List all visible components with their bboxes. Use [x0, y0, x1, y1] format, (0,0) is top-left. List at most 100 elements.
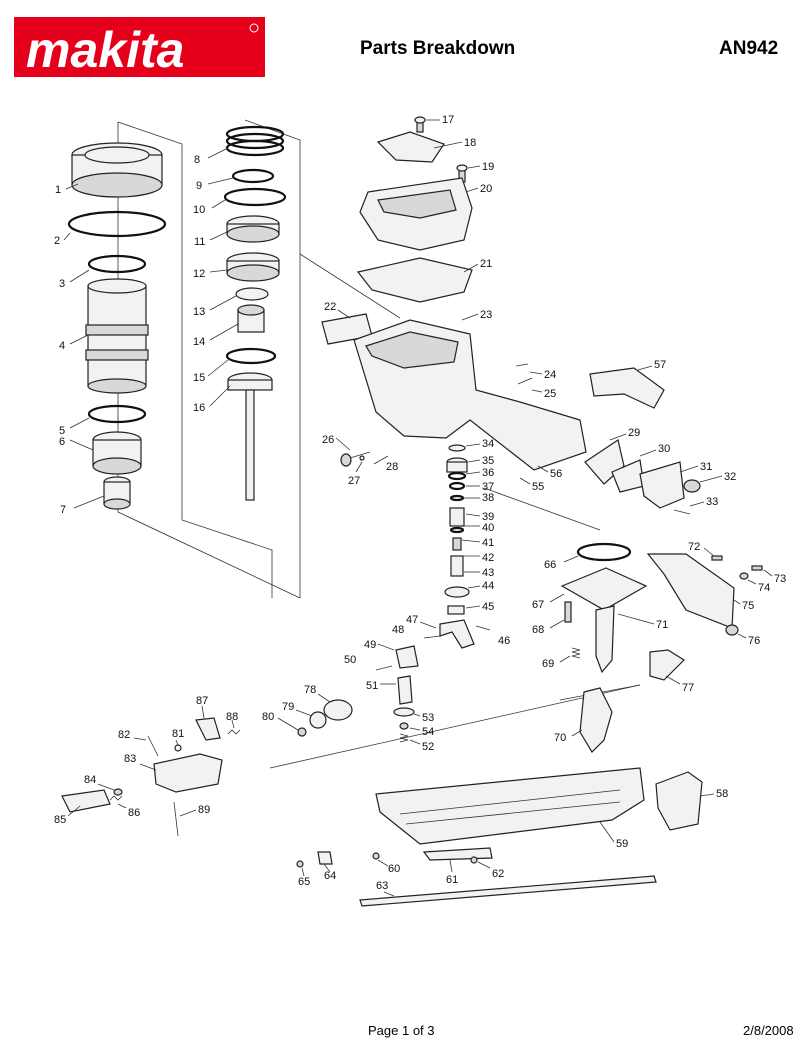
exploded-parts-diagram: 1 2 3 4 5 6 7 8 9 10 11 12 13 14 15 16 1… — [54, 114, 786, 907]
callout-12: 12 — [193, 268, 205, 280]
part-23-housing — [353, 319, 587, 471]
callout-89: 89 — [198, 804, 210, 816]
callout-58: 58 — [716, 788, 728, 800]
callout-22: 22 — [324, 301, 336, 313]
callout-55: 55 — [532, 481, 544, 493]
part-51-lever — [397, 675, 413, 705]
callout-29: 29 — [628, 427, 640, 439]
callout-66: 66 — [544, 559, 556, 571]
part-83-nose — [153, 753, 223, 793]
part-47-trigger-lever — [439, 619, 475, 649]
callout-59: 59 — [616, 838, 628, 850]
part-60-screw — [372, 852, 380, 860]
callout-67: 67 — [532, 599, 544, 611]
callout-62: 62 — [492, 868, 504, 880]
callout-18: 18 — [464, 137, 476, 149]
callout-50: 50 — [344, 654, 356, 666]
callout-47: 47 — [406, 614, 418, 626]
guide-lines — [117, 119, 641, 769]
part-59-magazine — [375, 767, 645, 845]
part-18-plate — [376, 131, 445, 163]
page-indicator: Page 1 of 3 — [368, 1023, 435, 1038]
part-2-o-ring — [67, 210, 167, 238]
callout-65: 65 — [298, 876, 310, 888]
part-10-o-ring — [223, 187, 287, 207]
part-80-screw — [297, 727, 307, 737]
part-16-piston-driver — [227, 372, 273, 501]
part-85-lever — [61, 789, 111, 813]
callout-25: 25 — [544, 388, 556, 400]
callout-37: 37 — [482, 481, 494, 493]
part-75-bracket — [646, 553, 735, 629]
callout-84: 84 — [84, 774, 96, 786]
part-76-cap — [725, 624, 739, 636]
callout-39: 39 — [482, 511, 494, 523]
model-number: AN942 — [719, 38, 779, 59]
callout-46: 46 — [498, 635, 510, 647]
callout-32: 32 — [724, 471, 736, 483]
part-57-bracket — [589, 367, 665, 409]
callout-60: 60 — [388, 863, 400, 875]
part-88-spring — [227, 729, 241, 735]
callout-77: 77 — [682, 682, 694, 694]
part-5-o-ring — [87, 404, 147, 424]
callout-52: 52 — [422, 741, 434, 753]
part-77-block — [649, 649, 685, 681]
callout-1: 1 — [55, 184, 61, 196]
part-74-nut — [739, 572, 749, 580]
part-89-bolt — [173, 801, 179, 837]
part-9-o-ring — [231, 168, 275, 184]
callout-28: 28 — [386, 461, 398, 473]
part-12-seal — [226, 252, 280, 282]
callout-34: 34 — [482, 438, 494, 450]
part-3-o-ring — [87, 254, 147, 274]
part-32-cap — [683, 479, 701, 493]
callout-17: 17 — [442, 114, 454, 126]
part-65-screw — [296, 860, 304, 868]
callout-38: 38 — [482, 492, 494, 504]
part-17-screw — [414, 116, 426, 133]
callout-2: 2 — [54, 235, 60, 247]
callout-33: 33 — [706, 496, 718, 508]
callout-15: 15 — [193, 372, 205, 384]
callout-78: 78 — [304, 684, 316, 696]
callout-14: 14 — [193, 336, 205, 348]
part-53-adjuster — [393, 707, 415, 717]
callout-56: 56 — [550, 468, 562, 480]
callout-labels: 1 2 3 4 5 6 7 8 9 10 11 12 13 14 15 16 1… — [54, 114, 786, 897]
callout-40: 40 — [482, 522, 494, 534]
part-8-piston-rings — [225, 125, 285, 157]
part-49-trigger — [395, 645, 419, 669]
callout-3: 3 — [59, 278, 65, 290]
part-69-spring — [571, 647, 581, 659]
callout-54: 54 — [422, 726, 434, 738]
callout-74: 74 — [758, 582, 770, 594]
part-24-pin — [515, 363, 529, 367]
page-title: Parts Breakdown — [360, 38, 516, 59]
part-31-cover — [639, 461, 685, 509]
callout-53: 53 — [422, 712, 434, 724]
part-1 — [71, 142, 163, 198]
part-78-cap — [323, 699, 353, 721]
part-63-rail — [359, 875, 657, 907]
part-61-pusher — [422, 847, 493, 861]
part-62-screw — [470, 856, 478, 864]
callout-61: 61 — [446, 874, 458, 886]
callout-42: 42 — [482, 552, 494, 564]
callout-88: 88 — [226, 711, 238, 723]
part-54-washer — [399, 722, 409, 730]
callout-9: 9 — [196, 180, 202, 192]
callout-68: 68 — [532, 624, 544, 636]
part-66-o-ring — [576, 542, 632, 562]
part-70-driver-guide — [579, 687, 613, 753]
callout-82: 82 — [118, 729, 130, 741]
callout-64: 64 — [324, 870, 336, 882]
callout-71: 71 — [656, 619, 668, 631]
callout-36: 36 — [482, 467, 494, 479]
callout-10: 10 — [193, 204, 205, 216]
part-71-guide — [595, 605, 615, 674]
part-81-washer — [174, 744, 182, 752]
callout-57: 57 — [654, 359, 666, 371]
part-52-spring — [399, 733, 409, 743]
callout-48: 48 — [392, 624, 404, 636]
